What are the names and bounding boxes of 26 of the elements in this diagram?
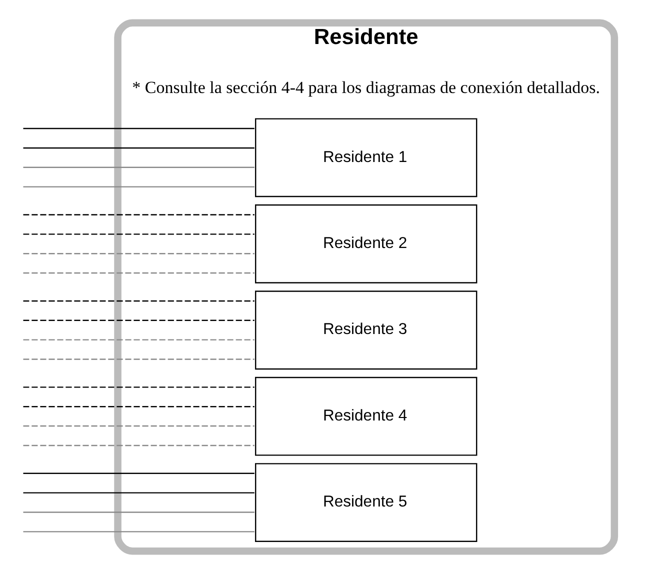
- connector: [22, 272, 254, 274]
- connector: [22, 186, 254, 188]
- connector: [22, 358, 254, 360]
- connector: [22, 300, 254, 302]
- connector: [22, 531, 254, 532]
- node-box: Residente 1: [254, 118, 477, 198]
- node-box: Residente 2: [254, 204, 477, 284]
- connector: [22, 406, 254, 408]
- connector: [22, 492, 254, 494]
- node-box: Residente 5: [254, 463, 477, 542]
- node-box: Residente 4: [254, 376, 477, 456]
- label: * Consulte la sección 4-4 para los diagramas de conexión detallados.: [132, 78, 600, 97]
- connector: [22, 234, 254, 235]
- node-box: Residente 3: [254, 290, 477, 370]
- connector: [22, 512, 254, 513]
- connector: [22, 166, 254, 168]
- connector: [22, 339, 254, 340]
- connector: [22, 253, 254, 254]
- connector: [22, 425, 254, 427]
- connector: [22, 128, 254, 130]
- connector: [22, 444, 254, 446]
- connector: [22, 147, 254, 149]
- connector: [22, 320, 254, 321]
- connector: [22, 214, 254, 216]
- connector: [22, 472, 254, 474]
- connector: [22, 386, 254, 388]
